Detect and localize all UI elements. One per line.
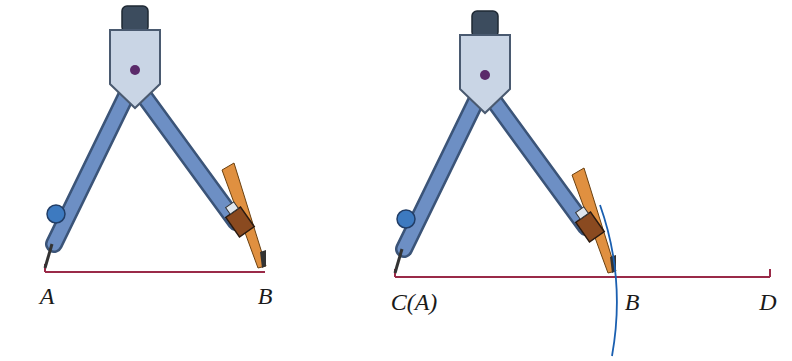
compass: [45, 6, 266, 268]
segment-ab: [45, 271, 265, 273]
point-label: C(A): [391, 290, 438, 314]
arc: [600, 205, 617, 356]
compass: [395, 11, 616, 273]
ray-cd: [395, 276, 770, 278]
point-label: B: [625, 290, 640, 314]
point-label: D: [759, 290, 776, 314]
point-label: A: [40, 284, 55, 308]
point-label: B: [258, 284, 273, 308]
